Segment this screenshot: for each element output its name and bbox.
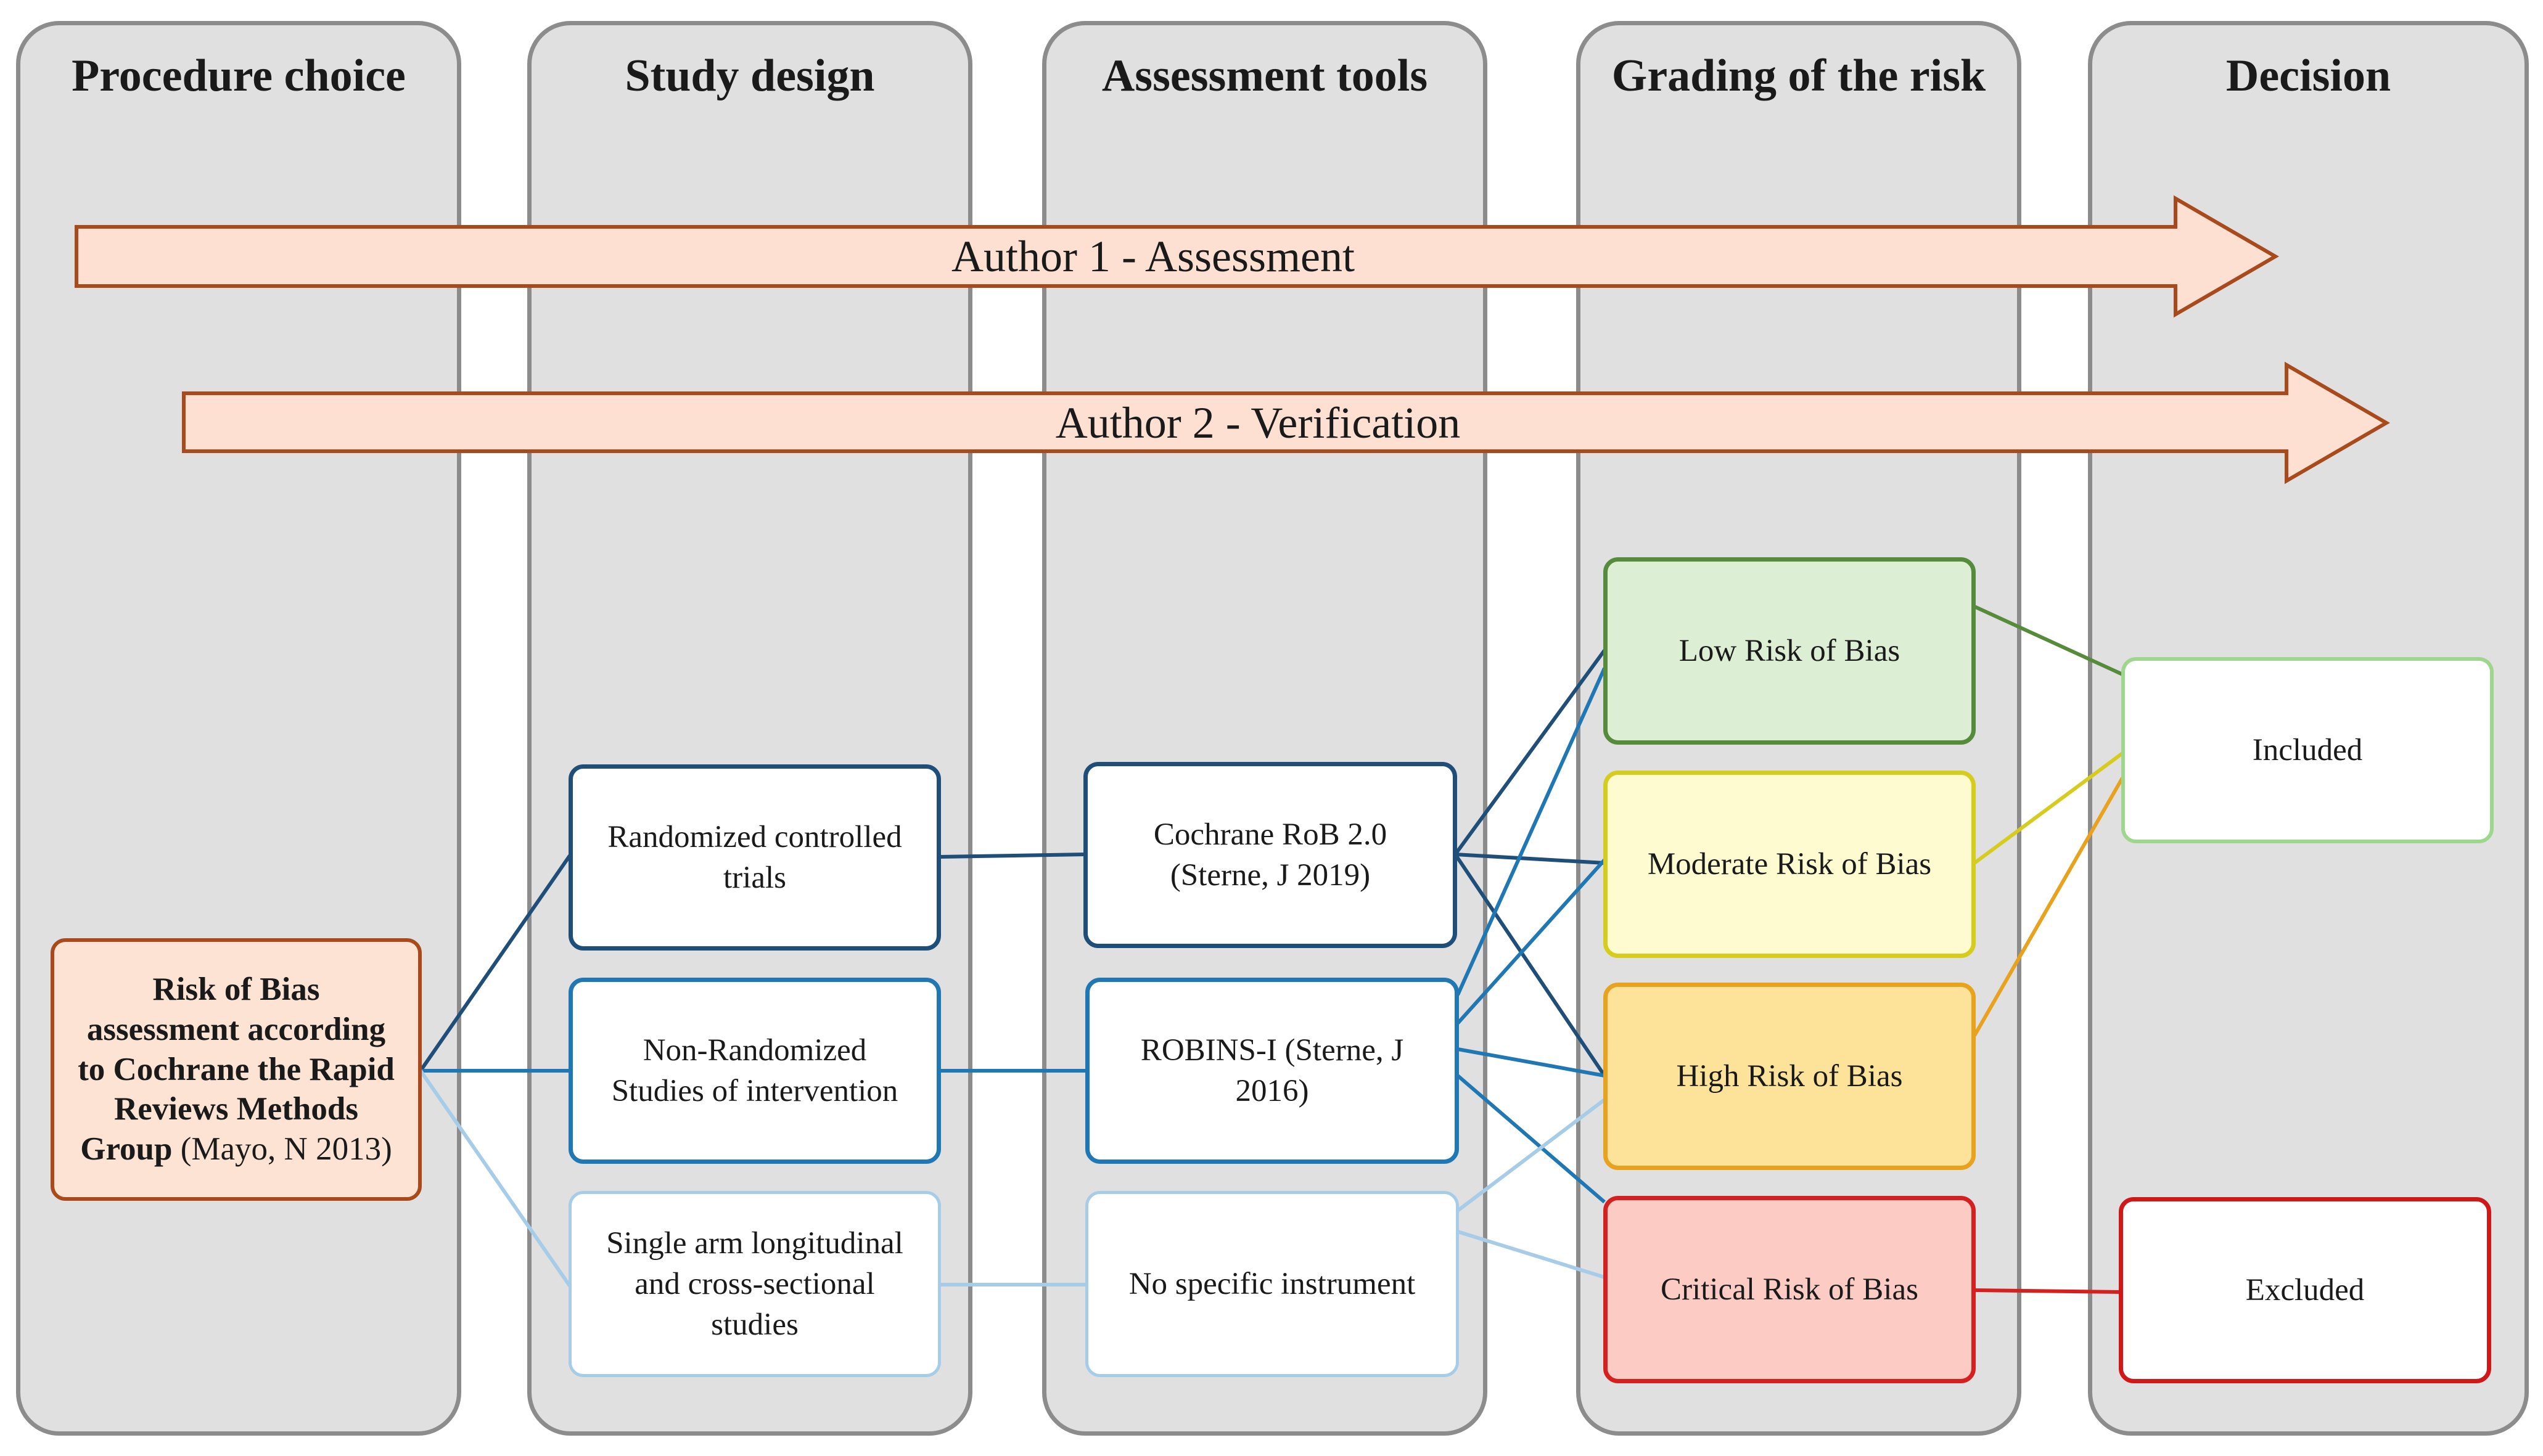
procedure-line-bold: Group [80, 1131, 173, 1167]
procedure-line-last: Group (Mayo, N 2013) [78, 1129, 395, 1169]
tool-robins-i-box: ROBINS-I (Sterne, J 2016) [1085, 978, 1459, 1164]
procedure-line: to Cochrane the Rapid [78, 1051, 395, 1087]
grade-label: High Risk of Bias [1676, 1058, 1903, 1094]
column-title: Assessment tools [1101, 51, 1428, 101]
connector-robins-low [1456, 667, 1606, 996]
procedure-box: Risk of Bias assessment according to Coc… [51, 938, 422, 1201]
column-title: Study design [625, 51, 875, 101]
grade-critical-risk-box: Critical Risk of Bias [1603, 1196, 1976, 1383]
tool-line: 2016) [1235, 1074, 1309, 1108]
author-2-arrow-label: Author 2 - Verification [1056, 398, 1461, 448]
connector-high-included [1973, 777, 2124, 1037]
procedure-citation: (Mayo, N 2013) [172, 1131, 392, 1167]
connector-low-included [1973, 605, 2124, 676]
column-title: Grading of the risk [1611, 51, 1986, 101]
study-design-line: studies [711, 1307, 799, 1343]
connector-none-high [1456, 1098, 1606, 1213]
column-title: Decision [2225, 51, 2391, 101]
study-design-line: Non-Randomized [643, 1033, 867, 1068]
study-design-rct-box: Randomized controlled trials [569, 764, 941, 951]
author-1-arrow [75, 195, 2279, 318]
study-design-line: Studies of intervention [611, 1074, 898, 1108]
grade-low-risk-box: Low Risk of Bias [1603, 557, 1976, 745]
connector-robins-high [1457, 1047, 1605, 1078]
procedure-line: Reviews Methods [114, 1091, 358, 1127]
grade-moderate-risk-box: Moderate Risk of Bias [1603, 771, 1976, 958]
tool-no-instrument-box: No specific instrument [1085, 1191, 1459, 1377]
tool-line: Cochrane RoB 2.0 [1153, 817, 1387, 852]
grade-high-risk-box: High Risk of Bias [1603, 983, 1976, 1170]
connector-none-critical [1457, 1230, 1605, 1279]
author-2-arrow [182, 361, 2390, 485]
connector-procedure-rct [419, 854, 572, 1072]
tool-line: ROBINS-I (Sterne, J [1140, 1033, 1404, 1068]
grade-label: Moderate Risk of Bias [1647, 846, 1932, 881]
connector-cochrane-high [1453, 853, 1606, 1077]
connector-moderate-included [1973, 751, 2124, 865]
decision-label: Included [2252, 732, 2363, 767]
tool-line: (Sterne, J 2019) [1170, 858, 1371, 893]
decision-excluded-box: Excluded [2119, 1197, 2491, 1383]
study-design-line: and cross-sectional [635, 1266, 875, 1301]
decision-label: Excluded [2245, 1272, 2365, 1307]
connector-procedure-single-arm [419, 1070, 572, 1287]
decision-included-box: Included [2121, 657, 2494, 843]
grade-label: Low Risk of Bias [1678, 633, 1900, 668]
procedure-line: assessment according [86, 1012, 386, 1048]
author-1-arrow-label: Author 1 - Assessment [951, 232, 1355, 281]
connector-rct-cochrane [939, 853, 1086, 859]
study-design-line: trials [723, 861, 786, 895]
connector-cochrane-moderate [1455, 853, 1605, 865]
study-design-nrsi-box: Non-Randomized Studies of intervention [569, 978, 941, 1164]
connector-cochrane-low [1453, 649, 1606, 856]
tool-cochrane-rob-box: Cochrane RoB 2.0 (Sterne, J 2019) [1083, 762, 1457, 948]
grade-label: Critical Risk of Bias [1661, 1272, 1918, 1307]
column-title: Procedure choice [72, 51, 406, 101]
connector-robins-moderate [1456, 858, 1606, 1025]
procedure-line: Risk of Bias [152, 971, 320, 1008]
tool-line: No specific instrument [1128, 1266, 1416, 1301]
connector-robins-critical [1456, 1074, 1606, 1204]
connector-critical-excluded [1974, 1288, 2121, 1294]
study-design-single-arm-box: Single arm longitudinal and cross-sectio… [569, 1191, 941, 1377]
study-design-line: Randomized controlled [607, 819, 902, 854]
study-design-line: Single arm longitudinal [606, 1225, 903, 1261]
